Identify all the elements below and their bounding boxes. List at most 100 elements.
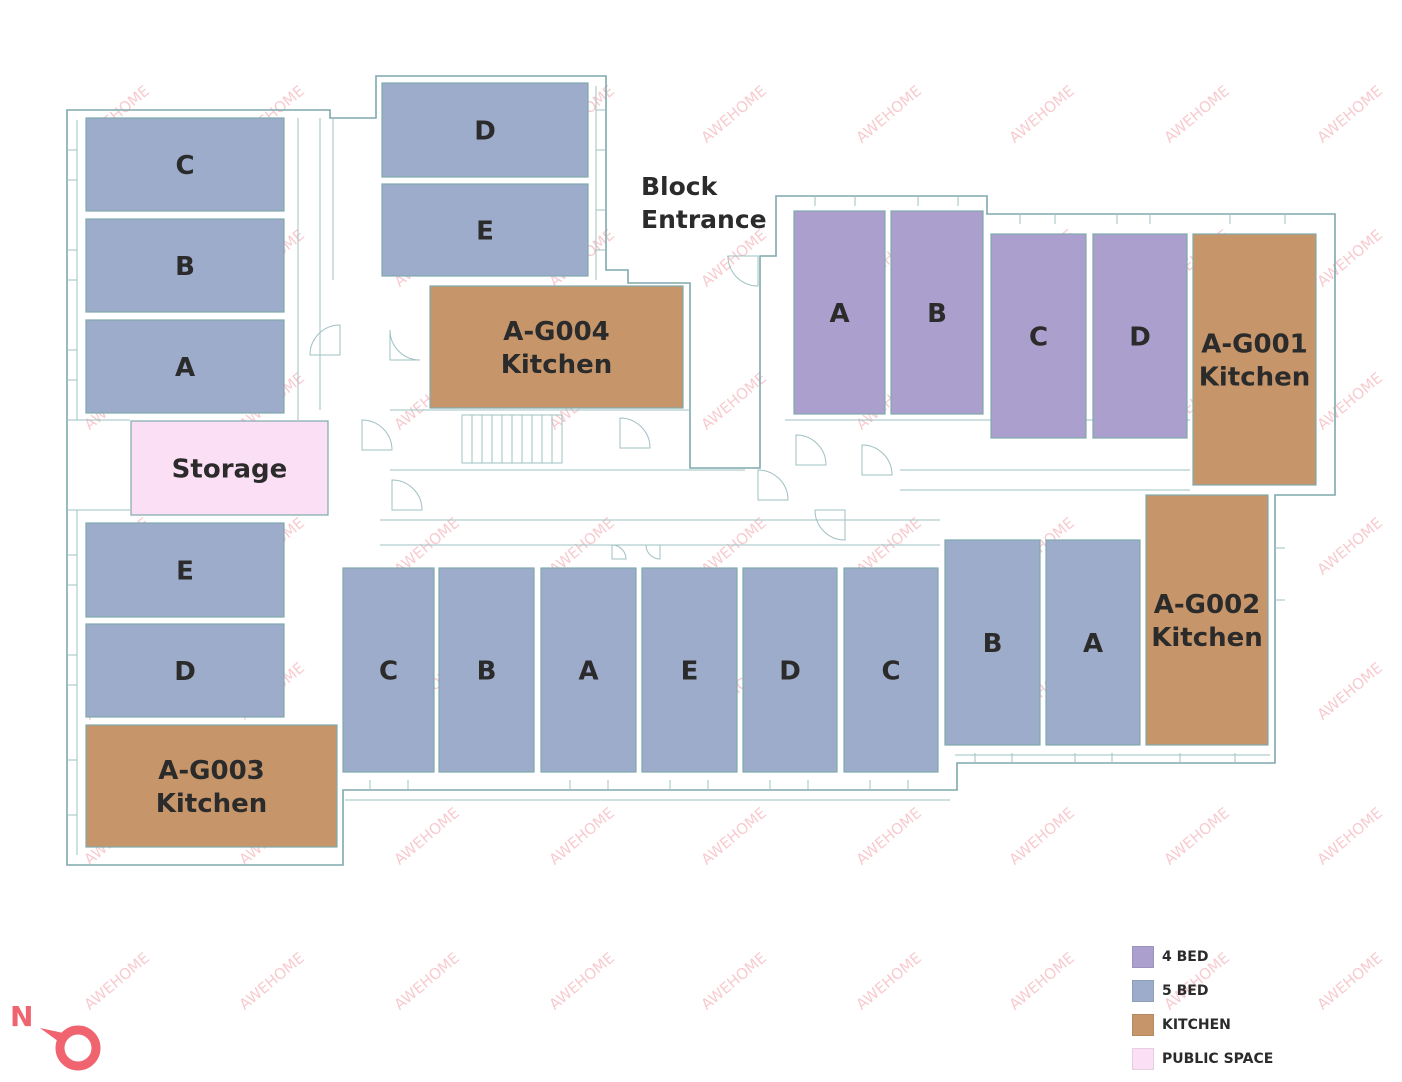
room-north-e: E (381, 183, 589, 277)
room-fill (381, 183, 589, 277)
room-fill (1092, 233, 1188, 439)
room-fill (793, 210, 886, 415)
room-fill (85, 319, 285, 414)
room-storage: Storage (130, 420, 329, 516)
room-label: Kitchen (1199, 362, 1311, 392)
room-east-a: A (793, 210, 886, 415)
watermark-text: AWEHOME (391, 804, 463, 869)
watermark-text: AWEHOME (1314, 949, 1386, 1014)
legend-item-4-bed: 4 BED (1132, 946, 1273, 968)
room-label: C (379, 656, 398, 686)
legend-item-kitchen: KITCHEN (1132, 1014, 1273, 1036)
room-label: B (175, 252, 195, 282)
staircase (461, 414, 563, 464)
room-south-a2: A (1045, 539, 1141, 746)
room-label: Kitchen (156, 789, 268, 819)
room-label: A-G003 (158, 756, 265, 786)
watermark-text: AWEHOME (1314, 514, 1386, 579)
room-fill (85, 522, 285, 618)
room-south-b2: B (944, 539, 1041, 746)
room-label: A (1083, 629, 1103, 659)
watermark-text: AWEHOME (853, 949, 925, 1014)
north-arrow-icon (40, 1025, 101, 1071)
room-label: A (829, 299, 849, 329)
room-south-e: E (641, 567, 738, 773)
room-label: B (927, 299, 947, 329)
watermark-text: AWEHOME (698, 804, 770, 869)
watermark-text: AWEHOME (698, 82, 770, 147)
room-south-a1: A (540, 567, 637, 773)
watermark-text: AWEHOME (1314, 659, 1386, 724)
room-label: Storage (172, 454, 288, 484)
room-east-d: D (1092, 233, 1188, 439)
room-fill (85, 623, 285, 718)
legend-label-public-space: PUBLIC SPACE (1162, 1051, 1274, 1067)
room-fill (843, 567, 939, 773)
watermark-text: AWEHOME (546, 949, 618, 1014)
room-fill (890, 210, 984, 415)
room-label: C (881, 656, 900, 686)
room-east-c: C (990, 233, 1087, 439)
room-fill (1145, 494, 1269, 746)
room-label: C (175, 151, 194, 181)
room-label: D (474, 116, 496, 146)
room-fill (85, 117, 285, 212)
watermark-text: AWEHOME (391, 949, 463, 1014)
rooms-layer: CBADEA-G004KitchenStorageEDA-G003Kitchen… (85, 82, 1317, 848)
room-label: D (779, 656, 801, 686)
room-south-c2: C (843, 567, 939, 773)
room-west-c: C (85, 117, 285, 212)
legend-label-4-bed: 4 BED (1162, 949, 1209, 965)
room-fill (1192, 233, 1317, 486)
room-fill (342, 567, 435, 773)
legend-swatch-4-bed (1132, 946, 1154, 968)
watermark-text: AWEHOME (1161, 804, 1233, 869)
room-label: Kitchen (501, 350, 613, 380)
room-label: Kitchen (1151, 623, 1263, 653)
room-label: D (1129, 322, 1151, 352)
watermark-text: AWEHOME (853, 82, 925, 147)
legend-swatch-5-bed (1132, 980, 1154, 1002)
room-south-d: D (742, 567, 838, 773)
room-fill (742, 567, 838, 773)
room-east-b: B (890, 210, 984, 415)
room-fill (85, 724, 338, 848)
room-fill (130, 420, 329, 516)
room-south-c1: C (342, 567, 435, 773)
room-west-a: A (85, 319, 285, 414)
room-west-b: B (85, 218, 285, 313)
legend-label-kitchen: KITCHEN (1162, 1017, 1231, 1033)
room-fill (1045, 539, 1141, 746)
room-label: C (1029, 322, 1048, 352)
watermark-text: AWEHOME (236, 949, 308, 1014)
room-north-d: D (381, 82, 589, 178)
watermark-text: AWEHOME (1314, 82, 1386, 147)
legend-swatch-kitchen (1132, 1014, 1154, 1036)
watermark-text: AWEHOME (1314, 804, 1386, 869)
room-fill (641, 567, 738, 773)
room-label: E (476, 216, 494, 246)
room-sw-d: D (85, 623, 285, 718)
room-fill (381, 82, 589, 178)
watermark-text: AWEHOME (1006, 804, 1078, 869)
compass-north-letter: N (10, 1000, 34, 1033)
watermark-text: AWEHOME (1314, 369, 1386, 434)
building-outline (66, 75, 1336, 866)
room-fill (990, 233, 1087, 439)
north-compass: N (10, 1000, 105, 1075)
watermark-text: AWEHOME (1314, 226, 1386, 291)
entrance-line-1: Block (641, 172, 718, 201)
room-label: E (681, 656, 699, 686)
watermark-text: AWEHOME (1161, 82, 1233, 147)
watermark-text: AWEHOME (698, 369, 770, 434)
room-sw-e: E (85, 522, 285, 618)
room-label: E (176, 556, 194, 586)
room-south-b1: B (438, 567, 535, 773)
room-label: B (477, 656, 497, 686)
room-label: D (174, 657, 196, 687)
